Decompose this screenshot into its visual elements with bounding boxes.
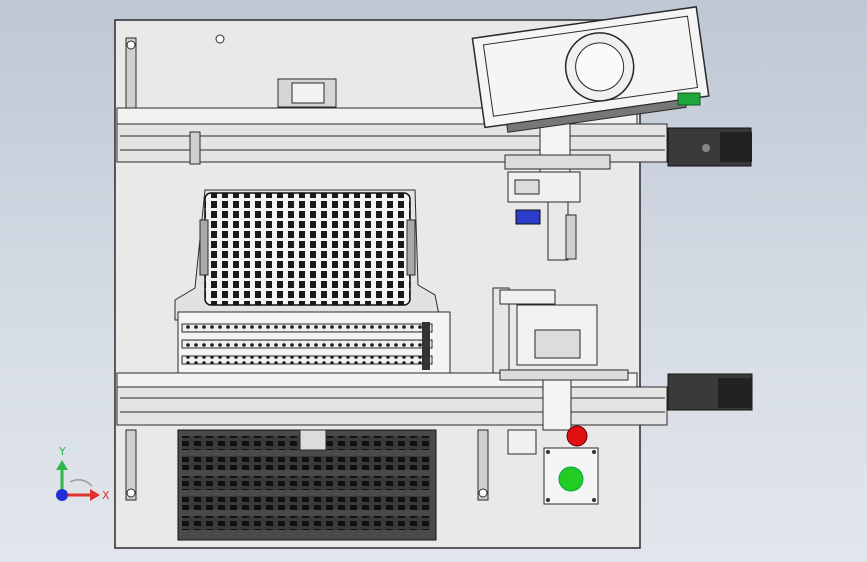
x-axis-arrowhead bbox=[90, 489, 100, 501]
green-fitting bbox=[677, 92, 701, 106]
sample-rack-rails bbox=[177, 311, 451, 375]
upper-motor bbox=[667, 127, 752, 167]
lower-gripper bbox=[492, 287, 598, 374]
y-axis-label: Y bbox=[58, 445, 66, 458]
z-axis-dot bbox=[56, 489, 68, 501]
start-button bbox=[558, 466, 584, 492]
emergency-stop-button bbox=[566, 425, 588, 447]
tube-tray-lower bbox=[177, 429, 437, 541]
lower-linear-rail bbox=[116, 369, 668, 431]
x-axis-label: X bbox=[102, 489, 110, 502]
side-studs bbox=[125, 34, 489, 501]
top-bracket bbox=[277, 78, 337, 108]
sensor-block bbox=[507, 429, 537, 455]
upper-gripper bbox=[507, 171, 581, 261]
tube-tray-upper bbox=[174, 189, 441, 321]
lower-motor bbox=[667, 373, 753, 411]
coordinate-triad: Y X bbox=[56, 445, 110, 502]
y-axis-arrowhead bbox=[56, 460, 68, 470]
